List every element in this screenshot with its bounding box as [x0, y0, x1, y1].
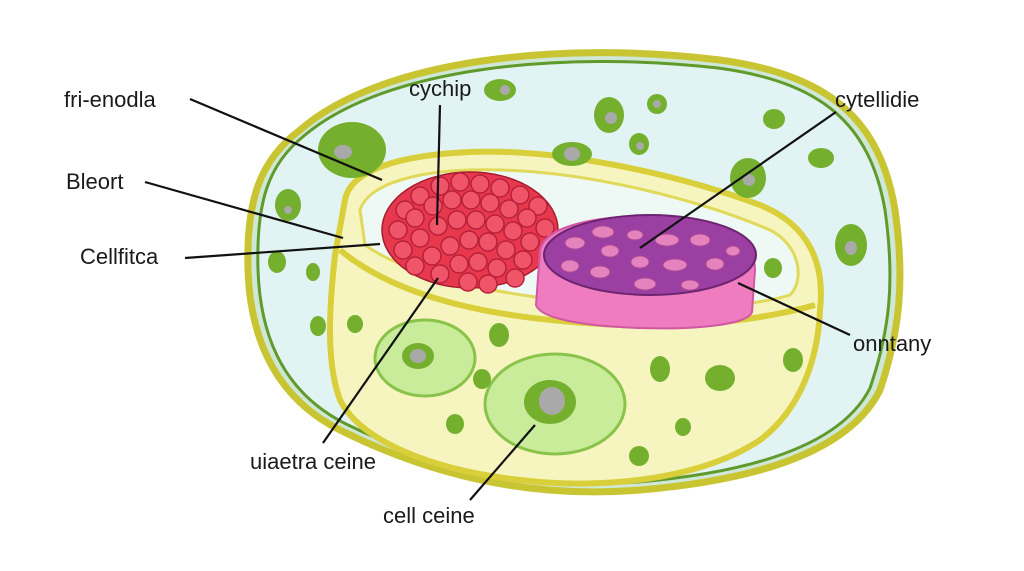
label-cytellidie: cytellidie [835, 87, 920, 112]
label-onntany: onntany [853, 331, 932, 356]
nucleus [534, 214, 757, 330]
label-bleort: Bleort [66, 169, 124, 194]
label-cychip: cychip [409, 76, 472, 101]
vacuole-left [373, 318, 477, 398]
label-cell-ceine: cell ceine [383, 503, 475, 528]
red-granules [388, 172, 555, 294]
label-fri-enodla: fri-enodla [64, 87, 156, 112]
label-uiaetra-ceine: uiaetra ceine [250, 449, 376, 474]
vacuole-right [483, 352, 627, 456]
leader-lines [144, 97, 851, 501]
label-cellfitca: Cellfitca [80, 244, 159, 269]
